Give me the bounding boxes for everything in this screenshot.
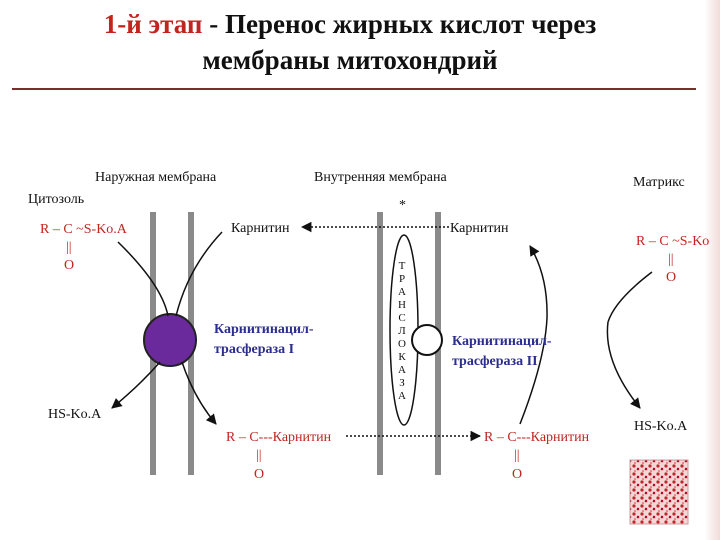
title-divider <box>12 88 696 90</box>
arrow-hscoa-out <box>111 361 161 409</box>
cat2-enzyme-circle <box>411 324 443 356</box>
acylcoa-left: R – C ~S-Ko.A <box>40 222 128 237</box>
cat2-label-line2: трасфераза II <box>452 354 538 369</box>
translocase-letter: З <box>399 377 405 389</box>
translocase-letter: К <box>398 351 406 363</box>
tissue-thumbnail <box>629 459 689 525</box>
translocase-letter: А <box>398 364 406 376</box>
hscoa-left: HS-Ko.A <box>48 407 102 422</box>
acylcarnitine-right-oxygen: O <box>512 467 522 482</box>
slide-edge-decoration <box>704 0 720 540</box>
translocase-letter: С <box>398 312 405 324</box>
carnitine-left-label: Карнитин <box>231 221 290 236</box>
arrow-acylcoa-matrix <box>607 271 653 323</box>
title-line2: мембраны митохондрий <box>202 45 498 75</box>
acylcoa-left-bond: || <box>66 240 72 255</box>
translocase-letter: Л <box>398 325 406 337</box>
page-title: 1-й этап - Перенос жирных кислот через м… <box>0 6 700 78</box>
arrow-hscoa-matrix <box>606 321 641 409</box>
acylcoa-right: R – C ~S-Ko <box>636 234 709 249</box>
arrow-acylcoa-in <box>117 241 169 317</box>
acylcoa-right-oxygen: O <box>666 270 676 285</box>
cat1-label-line1: Карнитинацил- <box>214 322 314 337</box>
cat1-label-line2: трасфераза I <box>214 342 294 357</box>
title-stage: 1-й этап <box>103 9 203 39</box>
arrow-acylcarnitine-out <box>181 361 217 425</box>
arrow-acylcarnitine-in <box>519 317 548 425</box>
translocase-letter: А <box>398 390 406 402</box>
acylcarnitine-left-oxygen: O <box>254 467 264 482</box>
hscoa-right: HS-Ko.A <box>634 419 688 434</box>
acylcoa-left-oxygen: O <box>64 258 74 273</box>
translocase-letter: Н <box>398 299 406 311</box>
outer-membrane-label: Наружная мембрана <box>95 170 217 185</box>
translocase-letter: А <box>398 286 406 298</box>
translocase-letter: О <box>398 338 406 350</box>
title-rest: - Перенос жирных кислот через <box>202 9 597 39</box>
translocase-letter: Т <box>399 260 406 272</box>
cat2-label-line1: Карнитинацил- <box>452 334 552 349</box>
acylcoa-right-bond: || <box>668 252 674 267</box>
acylcarnitine-right-bond: || <box>514 448 520 463</box>
inner-membrane-bar-left <box>377 212 383 475</box>
acylcarnitine-left: R – C---Карнитин <box>226 430 332 445</box>
cat1-enzyme-circle <box>143 313 197 367</box>
star-marker: * <box>399 198 406 213</box>
cytosol-label: Цитозоль <box>28 192 84 207</box>
acylcarnitine-left-bond: || <box>256 448 262 463</box>
matrix-label: Матрикс <box>633 175 685 190</box>
acylcarnitine-right: R – C---Карнитин <box>484 430 590 445</box>
translocase-letter: Р <box>399 273 405 285</box>
arrow-carnitine-in <box>175 231 223 317</box>
inner-membrane-label: Внутренняя мембрана <box>314 170 447 185</box>
carnitine-right-label: Карнитин <box>450 221 509 236</box>
arrow-carnitine-out <box>529 245 548 319</box>
